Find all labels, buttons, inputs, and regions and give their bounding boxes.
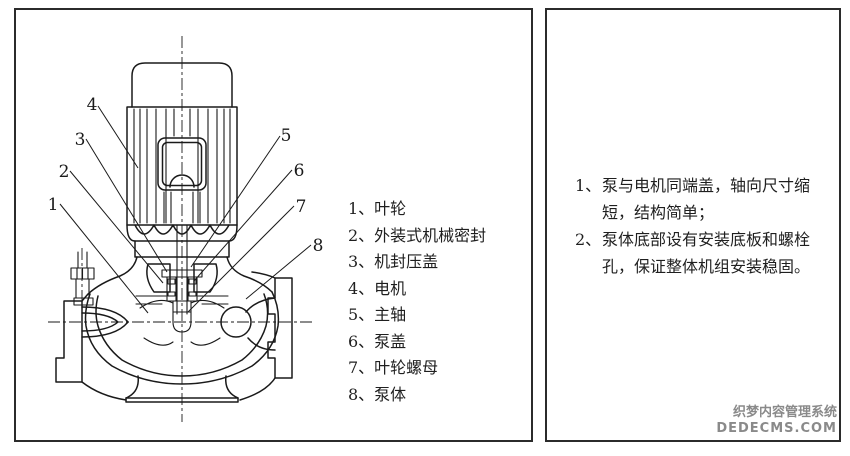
suction-flange — [55, 300, 83, 383]
vent-cap-hatch — [76, 267, 89, 280]
leader-line-1 — [59, 203, 149, 314]
seal-gland-plate — [161, 269, 203, 278]
parts-legend: 1、叶轮 2、外装式机械密封 3、机封压盖 4、电机 5、主轴 6、泵盖 7、叶… — [348, 196, 486, 408]
legend-item-5: 5、主轴 — [348, 305, 407, 324]
leader-line-2 — [69, 170, 164, 284]
pump-cross-section-diagram: 1 2 3 4 5 6 7 8 — [48, 36, 324, 422]
vent-studs — [77, 251, 88, 269]
pump-cover-plate — [135, 295, 229, 305]
casing-group — [55, 271, 293, 403]
leader-lines — [59, 105, 312, 314]
diagram-panel: 1 2 3 4 5 6 7 8 1、叶轮 2、外装式机械密封 3、机封压盖 4、… — [14, 8, 533, 442]
vent-fitting — [70, 251, 95, 306]
centerlines — [48, 36, 312, 422]
callout-numbers: 1 2 3 4 5 6 7 8 — [48, 95, 324, 256]
discharge-shoulder — [251, 271, 276, 279]
watermark-line-cn: 织梦内容管理系统 — [732, 405, 837, 420]
callout-1: 1 — [48, 195, 59, 215]
callout-7: 7 — [296, 197, 307, 217]
motor-body — [126, 106, 238, 226]
volute-inner-wall — [95, 293, 269, 377]
legend-item-1: 1、叶轮 — [348, 199, 407, 218]
leader-line-4 — [97, 105, 139, 169]
seal-body-left — [166, 276, 177, 302]
seal-spring-right — [188, 278, 197, 285]
bracket-right-outer — [226, 256, 273, 293]
callout-3: 3 — [75, 130, 86, 150]
vent-base — [73, 297, 94, 306]
junction-box — [157, 137, 207, 191]
junction-box-inner — [161, 141, 203, 187]
feature-note-1: 1、 泵与电机同端盖，轴向尺寸缩短，结构简单； — [575, 172, 829, 226]
motor-bottom-steps — [126, 224, 238, 242]
legend-item-4: 4、电机 — [348, 278, 407, 298]
leader-line-6 — [193, 169, 293, 282]
feature-notes: 1、 泵与电机同端盖，轴向尺寸缩短，结构简单； 2、 泵体底部设有安装底板和螺栓… — [575, 172, 829, 280]
discharge-bore — [220, 306, 252, 338]
bracket-left-outer — [81, 256, 138, 302]
impeller-shrouds — [139, 299, 225, 346]
watermark: 织梦内容管理系统 DEDECMS.COM — [716, 405, 837, 437]
note-text-1: 泵与电机同端盖，轴向尺寸缩短，结构简单； — [602, 176, 811, 222]
note-text-2: 泵体底部设有安装底板和螺栓孔，保证整体机组安装稳固。 — [602, 230, 811, 276]
shaft-seal-group — [135, 224, 229, 346]
leader-line-5 — [190, 135, 281, 268]
legend-item-8: 8、泵体 — [348, 384, 407, 404]
motor-top-cap — [131, 62, 233, 108]
legend-item-7: 7、叶轮螺母 — [348, 358, 439, 377]
junction-box-gland — [169, 174, 195, 188]
watermark-line-en: DEDECMS.COM — [716, 421, 837, 436]
callout-6: 6 — [294, 161, 305, 181]
base-foot — [125, 375, 239, 403]
leader-line-7 — [187, 205, 295, 313]
legend-item-3: 3、机封压盖 — [348, 252, 439, 271]
motor-fin-scallops — [134, 224, 230, 235]
volute-outer-wall — [84, 291, 280, 385]
suction-cone — [81, 306, 129, 338]
callout-2: 2 — [59, 162, 70, 182]
legend-item-2: 2、外装式机械密封 — [348, 225, 487, 245]
legend-item-6: 6、泵盖 — [348, 331, 407, 351]
callout-5: 5 — [281, 126, 292, 146]
discharge-lower-wall — [247, 337, 276, 351]
note-marker-2: 2、 — [575, 230, 602, 249]
seal-spring-left — [167, 278, 176, 285]
motor-fins — [133, 108, 231, 224]
seal-body-right — [187, 276, 198, 302]
leader-line-8 — [245, 244, 312, 300]
leader-line-3 — [85, 138, 168, 273]
casing-bottom-right — [239, 377, 276, 401]
note-marker-1: 1、 — [575, 176, 602, 195]
feature-note-2: 2、 泵体底部设有安装底板和螺栓孔，保证整体机组安装稳固。 — [575, 226, 829, 280]
impeller-nut — [172, 311, 192, 333]
discharge-upper-wall — [245, 297, 276, 313]
seal-ring-right — [188, 291, 197, 297]
discharge-flange — [267, 277, 293, 379]
seal-ring-left — [167, 291, 176, 297]
casing-bottom-left — [81, 381, 127, 401]
motor-group — [126, 62, 238, 258]
callout-4: 4 — [87, 95, 98, 115]
callout-8: 8 — [313, 236, 324, 256]
features-panel: 1、 泵与电机同端盖，轴向尺寸缩短，结构简单； 2、 泵体底部设有安装底板和螺栓… — [545, 8, 841, 442]
